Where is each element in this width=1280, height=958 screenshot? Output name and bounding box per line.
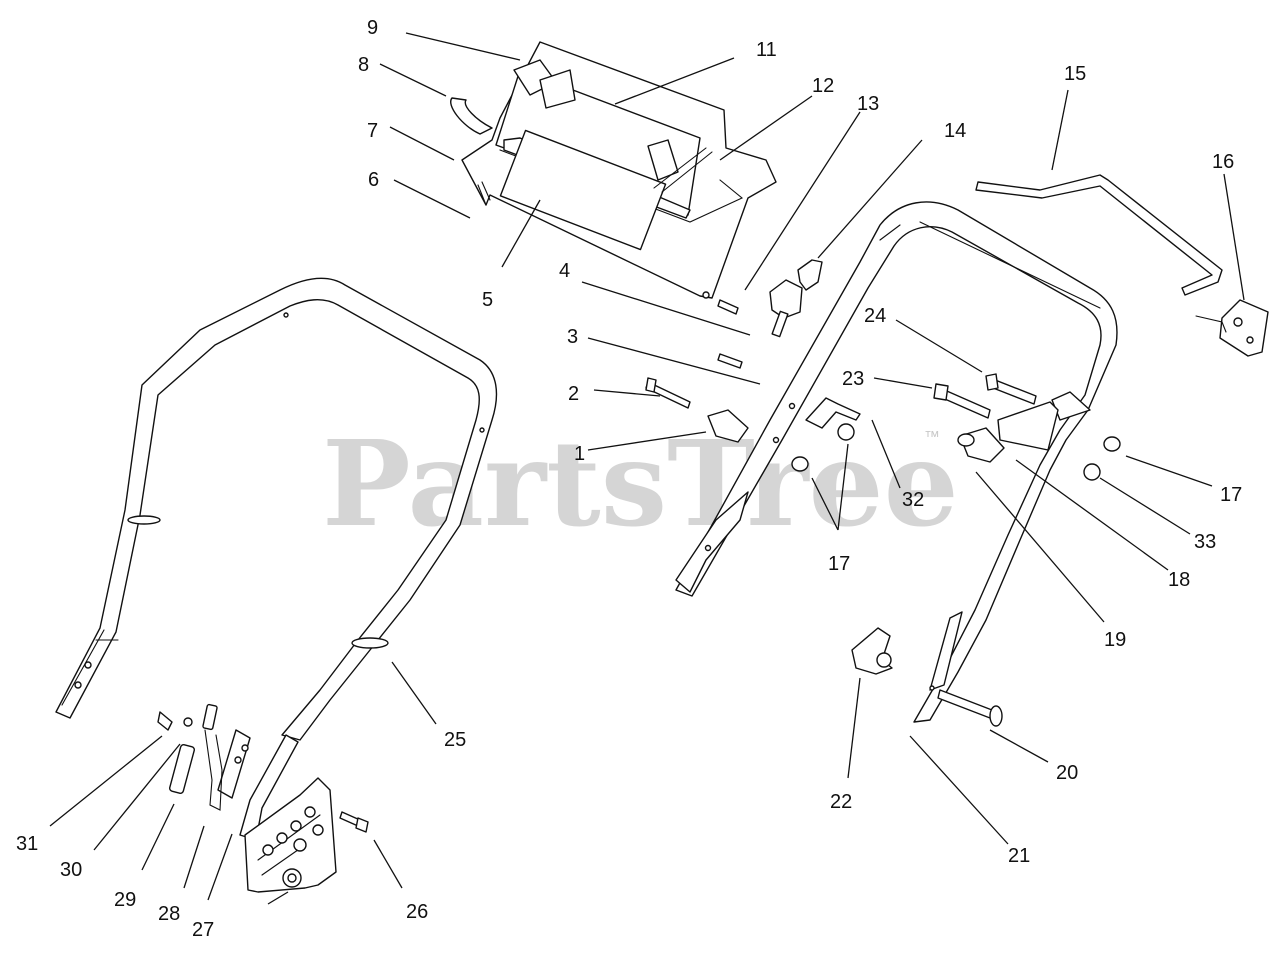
callout-8: 8 [358, 54, 369, 76]
callout-18: 18 [1168, 569, 1190, 591]
callout-29: 29 [114, 889, 136, 911]
callout-4: 4 [559, 260, 570, 282]
callout-16: 16 [1212, 151, 1234, 173]
callout-labels: 1 2 3 4 5 6 7 8 9 11 12 13 14 15 16 17 1… [16, 17, 1242, 941]
callout-33: 33 [1194, 531, 1216, 553]
callout-31: 31 [16, 833, 38, 855]
callout-28: 28 [158, 903, 180, 925]
spring-assembly [157, 703, 223, 811]
callout-19: 19 [1104, 629, 1126, 651]
callout-14: 14 [944, 120, 966, 142]
callout-11: 11 [756, 39, 777, 61]
cable-adjuster-group [933, 373, 1121, 481]
carriage-bolt [937, 689, 1003, 727]
callout-22: 22 [830, 791, 852, 813]
callout-1: 1 [574, 443, 585, 465]
callout-17-right: 17 [1220, 484, 1242, 506]
control-box [450, 41, 777, 299]
callout-5: 5 [482, 289, 493, 311]
callout-17-center: 17 [828, 553, 850, 575]
callout-25: 25 [444, 729, 466, 751]
upper-handle [675, 201, 1118, 723]
lower-handle [55, 277, 498, 741]
callout-3: 3 [567, 326, 578, 348]
watermark-text: PartsTree [322, 414, 959, 553]
handle-knob [851, 627, 893, 675]
callout-2: 2 [568, 383, 579, 405]
callout-24: 24 [864, 305, 886, 327]
bail [975, 174, 1223, 296]
callout-26: 26 [406, 901, 428, 923]
callout-9: 9 [367, 17, 378, 39]
callout-13: 13 [857, 93, 879, 115]
callout-20: 20 [1056, 762, 1078, 784]
callout-15: 15 [1064, 63, 1086, 85]
bail-bracket [1195, 299, 1269, 357]
callout-32: 32 [902, 489, 924, 511]
leader-lines [49, 32, 1245, 905]
callout-23: 23 [842, 368, 864, 390]
height-adjust-plate [244, 777, 337, 893]
bolt [339, 811, 369, 833]
watermark-trademark: ™ [924, 429, 940, 446]
callout-21: 21 [1008, 845, 1030, 867]
callout-30: 30 [60, 859, 82, 881]
callout-6: 6 [368, 169, 379, 191]
cable-bolt-group [645, 259, 861, 472]
callout-12: 12 [812, 75, 834, 97]
callout-27: 27 [192, 919, 214, 941]
callout-7: 7 [367, 120, 378, 142]
